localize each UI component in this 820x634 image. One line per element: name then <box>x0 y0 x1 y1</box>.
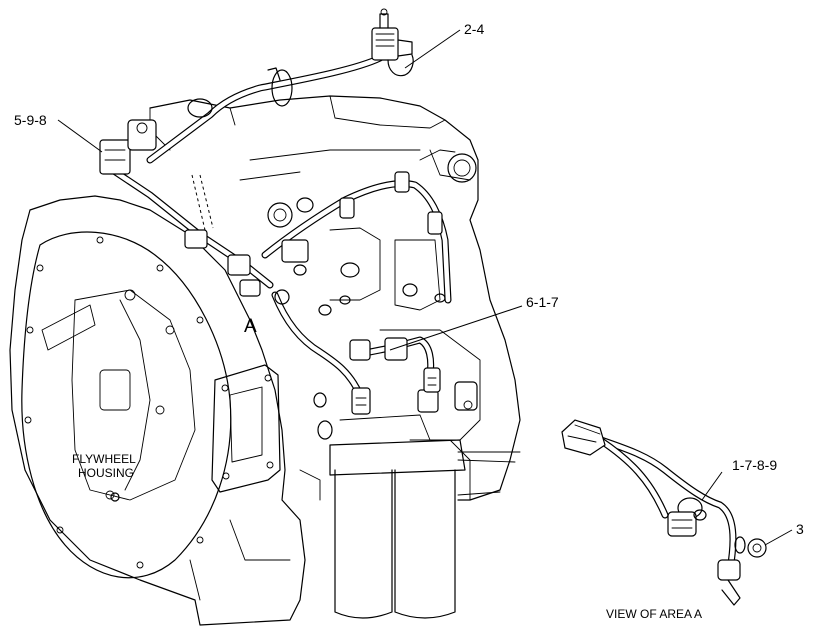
callout-5-9-8: 5-9-8 <box>14 112 47 128</box>
flywheel-label-line1: FLYWHEEL <box>72 452 136 466</box>
detail-view-area-a <box>561 419 767 606</box>
fuel-filter <box>299 381 478 619</box>
wiring-harness <box>99 8 452 415</box>
leader-1-7-8-9 <box>701 471 723 501</box>
leader-6-1-7 <box>389 305 523 351</box>
view-caption: VIEW OF AREA A <box>606 607 702 621</box>
flywheel-label-line2: HOUSING <box>78 466 134 480</box>
callout-6-1-7: 6-1-7 <box>526 294 559 310</box>
leader-lines <box>57 29 793 546</box>
flywheel-housing <box>9 195 306 626</box>
leader-5-9-8 <box>57 119 103 153</box>
leader-2-4 <box>404 29 461 69</box>
callout-3: 3 <box>796 521 804 537</box>
callout-2-4: 2-4 <box>464 21 484 37</box>
leader-3 <box>764 529 793 546</box>
engine-block <box>149 95 521 501</box>
callout-1-7-8-9: 1-7-8-9 <box>732 457 777 473</box>
area-a-marker: A <box>244 316 257 337</box>
